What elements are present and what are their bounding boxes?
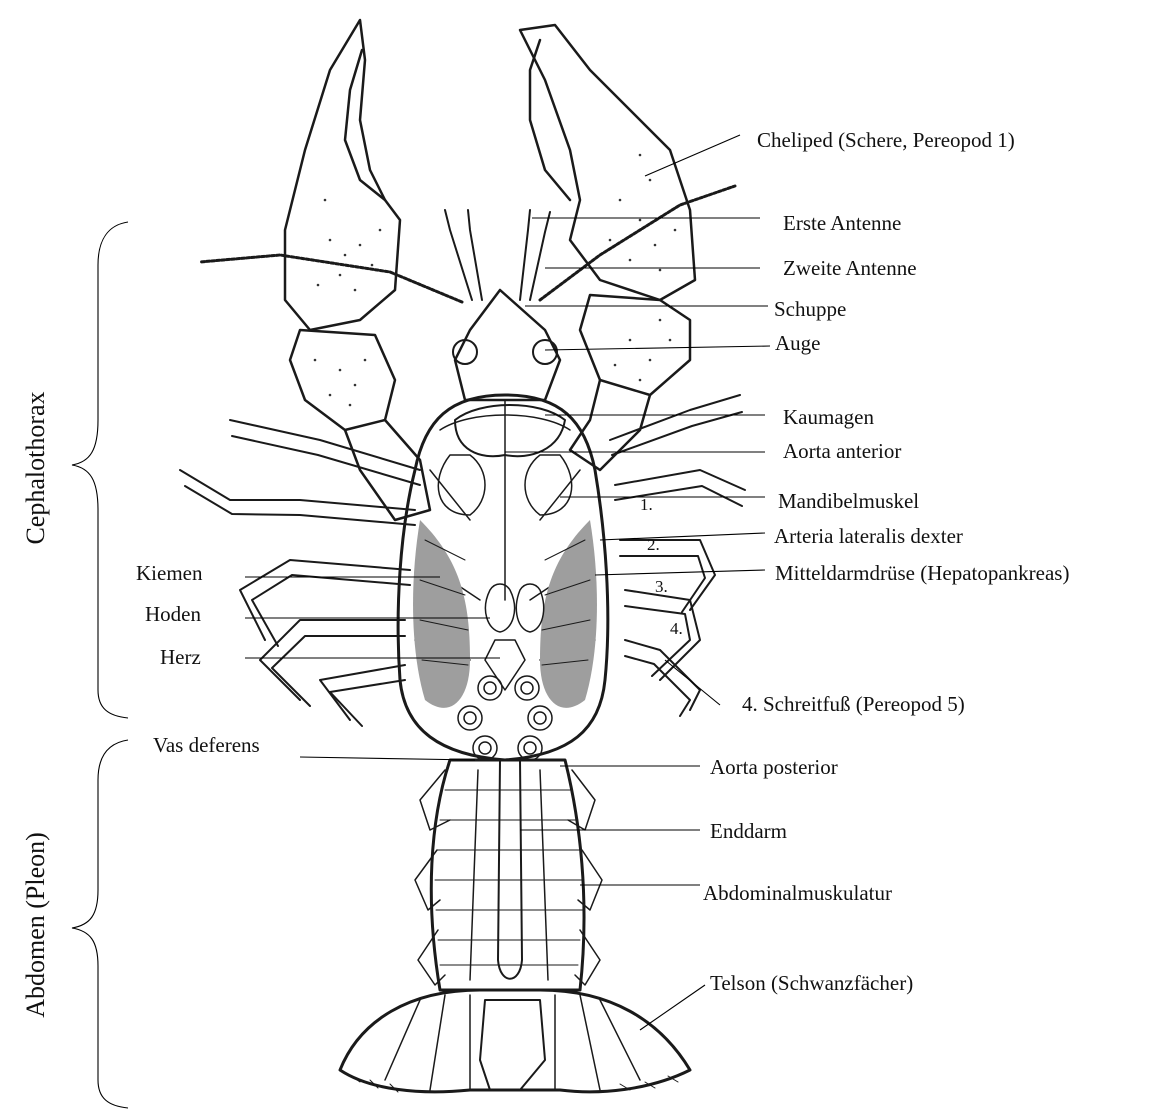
label-kiemen: Kiemen: [136, 561, 203, 585]
label-abdominalmuskulatur: Abdominalmuskulatur: [703, 881, 892, 905]
label-herz: Herz: [160, 645, 201, 669]
label-aorta-anterior: Aorta anterior: [783, 439, 901, 463]
tail-fan: [340, 990, 690, 1092]
label-hoden: Hoden: [145, 602, 201, 626]
label-schreitfuss: 4. Schreitfuß (Pereopod 5): [742, 692, 965, 716]
region-label-cephalothorax: Cephalothorax: [21, 391, 50, 544]
region-label-abdomen: Abdomen (Pleon): [21, 832, 50, 1018]
label-mandibelmuskel: Mandibelmuskel: [778, 489, 919, 513]
leg-number-3: 3.: [655, 577, 668, 596]
label-auge: Auge: [775, 331, 821, 355]
cheliped-left: [285, 20, 430, 520]
walking-legs-right: [610, 395, 745, 716]
label-arteria-lateralis: Arteria lateralis dexter: [774, 524, 963, 548]
label-enddarm: Enddarm: [710, 819, 787, 843]
region-braces: [72, 222, 128, 1108]
abdomen-drawing: [415, 760, 602, 990]
leader-lines: [245, 135, 770, 1030]
label-telson: Telson (Schwanzfächer): [710, 971, 913, 995]
label-zweite-antenne: Zweite Antenne: [783, 256, 917, 280]
crayfish-illustration: [180, 20, 745, 1092]
label-aorta-posterior: Aorta posterior: [710, 755, 838, 779]
label-vas-deferens: Vas deferens: [153, 733, 260, 757]
leg-number-4: 4.: [670, 619, 683, 638]
cephalothorax-brace: [72, 222, 128, 718]
label-schuppe: Schuppe: [774, 297, 846, 321]
label-cheliped: Cheliped (Schere, Pereopod 1): [757, 128, 1015, 152]
leg-number-1: 1.: [640, 495, 653, 514]
leg-number-2: 2.: [647, 535, 660, 554]
label-erste-antenne: Erste Antenne: [783, 211, 901, 235]
cheliped-right: [520, 25, 695, 470]
label-kaumagen: Kaumagen: [783, 405, 874, 429]
label-mitteldarmdruese: Mitteldarmdrüse (Hepatopankreas): [775, 561, 1069, 585]
anatomy-labels: Cheliped (Schere, Pereopod 1) Erste Ante…: [21, 128, 1069, 1018]
abdomen-brace: [72, 740, 128, 1108]
walking-legs-left: [180, 420, 420, 726]
